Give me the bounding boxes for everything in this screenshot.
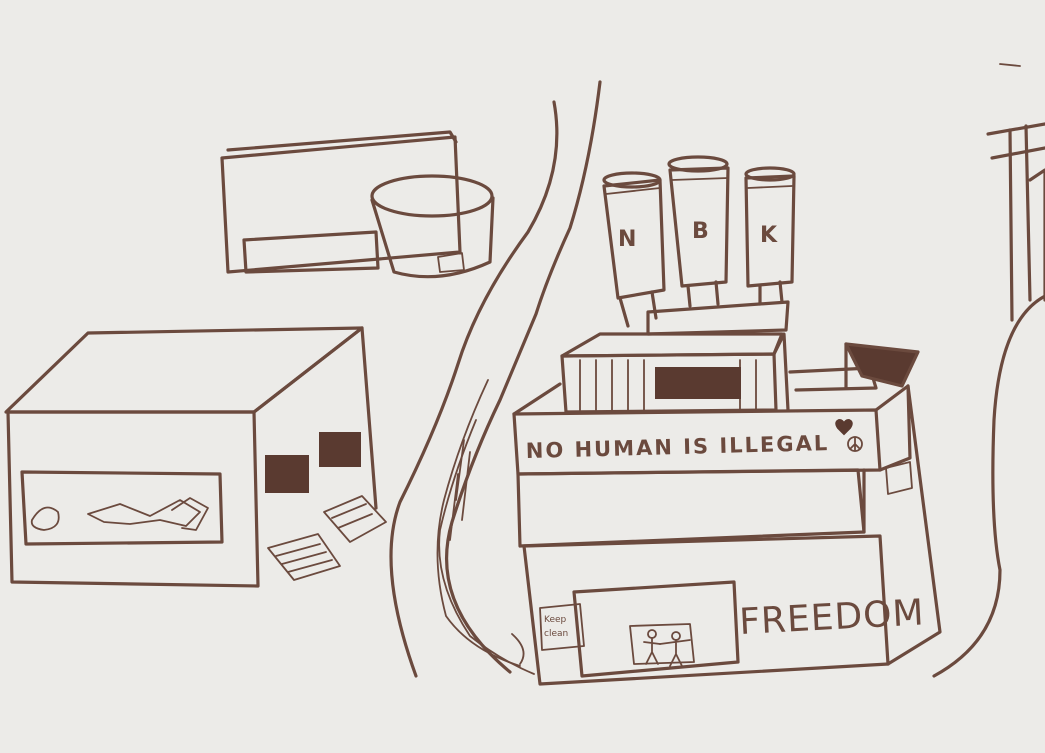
top-left-building (220, 130, 462, 274)
can-k: K (744, 166, 796, 306)
stick-figures (643, 629, 691, 667)
can-b: B (667, 155, 730, 308)
rooftop-vent (655, 367, 741, 399)
left-building (4, 326, 387, 588)
river (389, 80, 602, 678)
poster-line1: Keep (544, 615, 567, 625)
peace-sign-icon (847, 436, 863, 452)
window-right (319, 432, 361, 467)
paper-mark (999, 63, 1021, 67)
banner-text: NO HUMAN IS ILLEGAL (526, 431, 830, 463)
heart-icon (835, 418, 853, 436)
can-n-letter: N (618, 227, 636, 252)
freedom-text: FREEDOM (738, 592, 925, 643)
poster-line2: clean (544, 629, 568, 639)
right-structure (932, 122, 1045, 678)
can-k-letter: K (760, 223, 778, 248)
can-n: N (602, 171, 666, 328)
can-b-letter: B (692, 219, 709, 244)
main-building: Keep clean (512, 300, 942, 686)
round-tank (370, 174, 495, 279)
window-left (265, 455, 309, 493)
